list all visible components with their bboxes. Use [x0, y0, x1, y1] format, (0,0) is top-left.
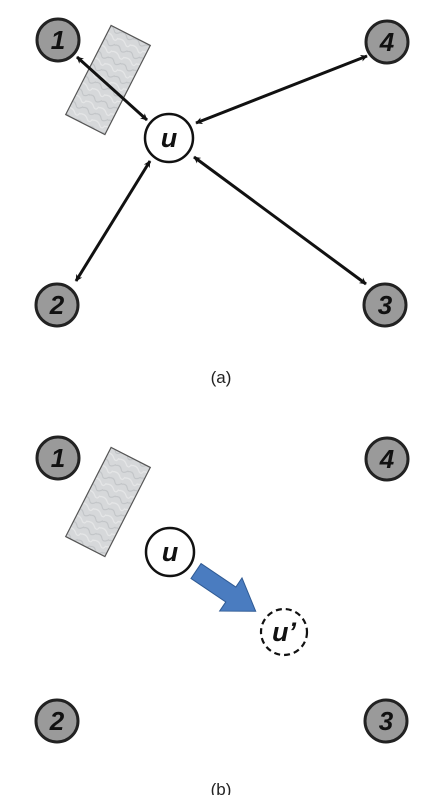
- node-label: 3: [378, 290, 393, 320]
- link-a-u-4: [196, 56, 367, 123]
- motion-arrow: [185, 554, 267, 627]
- user-moved-node-b: u’: [261, 609, 307, 655]
- node-b-4: 4: [366, 438, 408, 480]
- node-label: 1: [51, 443, 65, 473]
- node-label: 4: [379, 27, 395, 57]
- node-a-4: 4: [366, 21, 408, 63]
- node-a-1: 1: [37, 19, 79, 61]
- user-label: u: [161, 123, 178, 153]
- node-label: 1: [51, 25, 65, 55]
- node-a-2: 2: [36, 284, 78, 326]
- user-label: u: [162, 537, 179, 567]
- user-moved-label: u’: [272, 617, 296, 647]
- link-a-u-3: [194, 157, 366, 284]
- node-b-2: 2: [36, 700, 78, 742]
- link-a-u-2: [76, 161, 150, 281]
- node-label: 4: [379, 444, 395, 474]
- node-label: 2: [49, 706, 65, 736]
- node-label: 3: [379, 706, 394, 736]
- panel-a: 1 4 2 3 u (a): [36, 19, 408, 387]
- panel-b: 1 4 2 3 u u’ (b): [36, 437, 408, 795]
- user-node-b: u: [146, 528, 194, 576]
- caption-a: (a): [211, 368, 232, 387]
- caption-b: (b): [211, 780, 232, 795]
- node-a-3: 3: [364, 284, 406, 326]
- node-label: 2: [49, 290, 65, 320]
- node-b-1: 1: [37, 437, 79, 479]
- user-node-a: u: [145, 114, 193, 162]
- node-b-3: 3: [365, 700, 407, 742]
